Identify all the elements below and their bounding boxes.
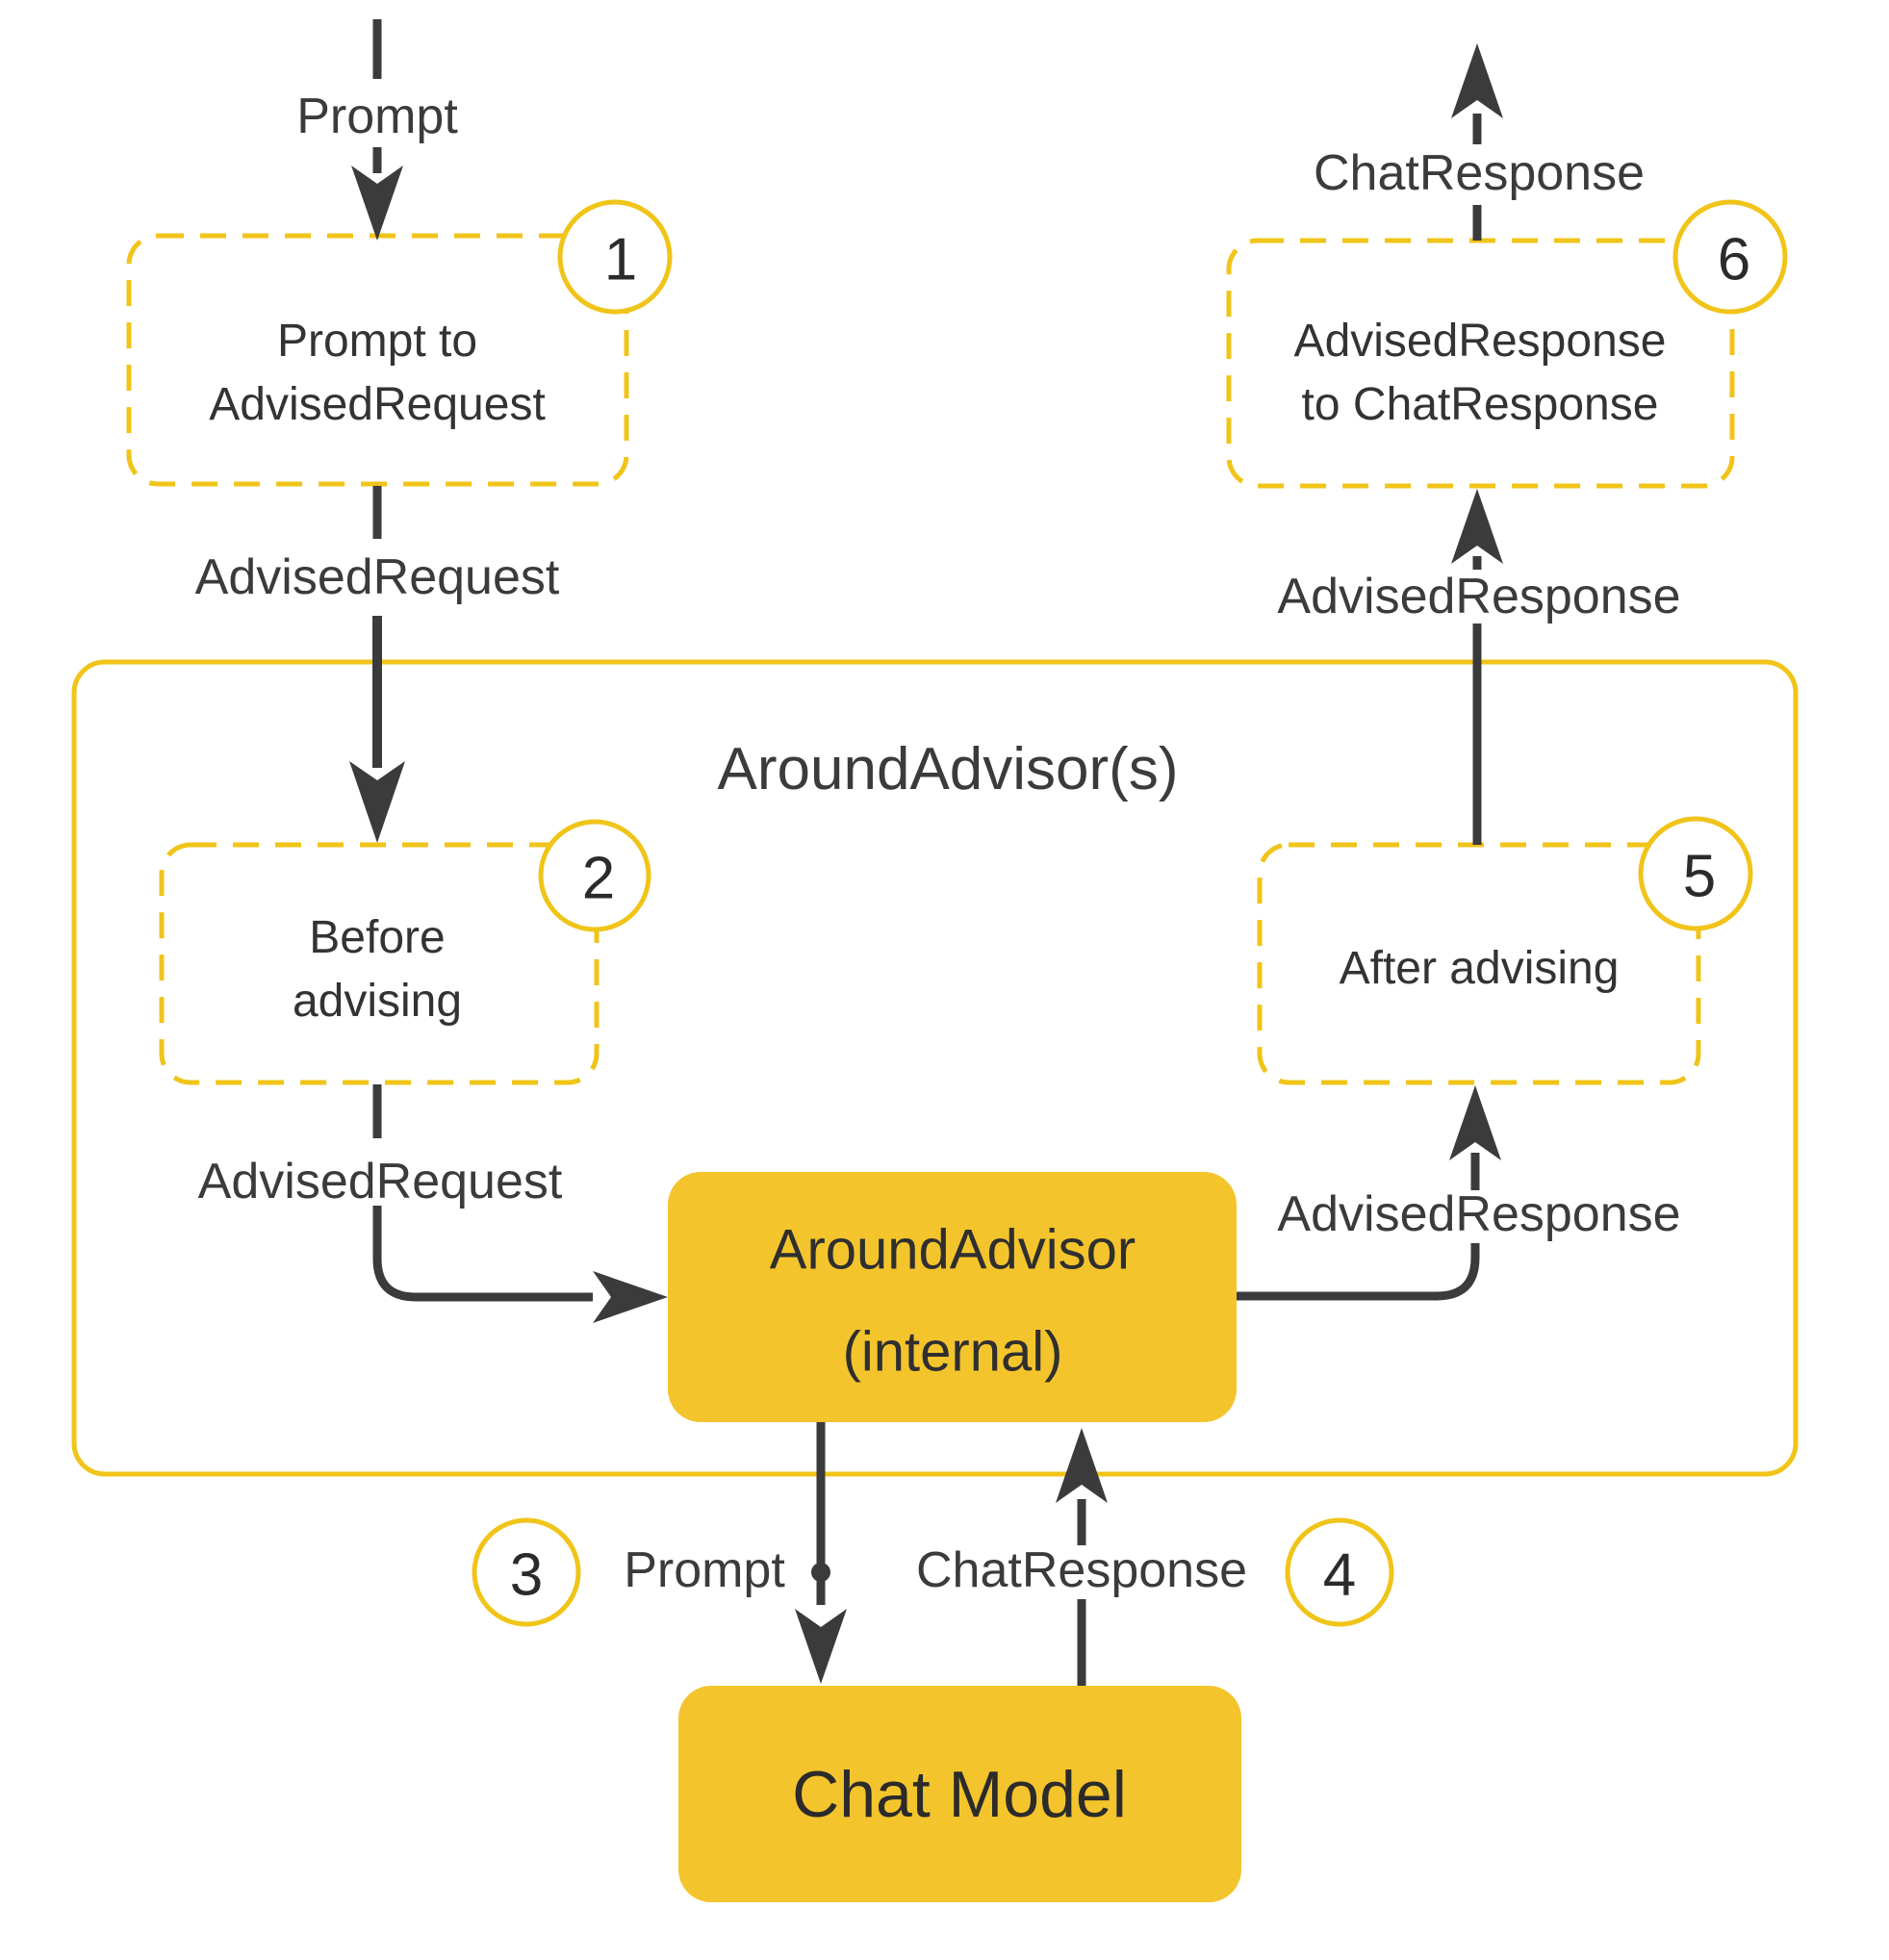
- step2-box-text: Before advising: [293, 906, 462, 1033]
- step1-line1: Prompt to: [276, 315, 478, 367]
- advised-request-label-lower: AdvisedRequest: [197, 1153, 563, 1209]
- chat-model-box: [678, 1686, 1241, 1902]
- advised-response-label-outer: AdvisedResponse: [1277, 568, 1681, 624]
- step4-circle: [1285, 1517, 1394, 1627]
- arrow-down-icon: [351, 165, 403, 241]
- step1-line2: AdvisedRequest: [209, 379, 546, 430]
- step2-box-outline: [159, 842, 600, 1085]
- step6-line2: to ChatResponse: [1301, 379, 1659, 430]
- internal-line2: (internal): [842, 1320, 1063, 1383]
- arrow-down-icon: [349, 761, 405, 843]
- step3-prompt-label: Prompt: [624, 1541, 785, 1598]
- advised-response-label-inner: AdvisedResponse: [1277, 1185, 1681, 1242]
- step4-chatresponse-label: ChatResponse: [916, 1541, 1247, 1598]
- step1-box-text: Prompt to AdvisedRequest: [209, 310, 546, 437]
- arrow-up-icon: [1451, 489, 1503, 564]
- step1-circle: [557, 199, 673, 315]
- step6-number: 6: [1717, 226, 1751, 293]
- step3-number: 3: [509, 1541, 544, 1609]
- around-advisor-internal-box: [668, 1172, 1237, 1422]
- arrow-down-icon: [795, 1609, 847, 1684]
- arrow-up-icon: [1056, 1428, 1108, 1503]
- connector-elbow-to-internal: [372, 1206, 593, 1302]
- advised-request-label-upper: AdvisedRequest: [194, 548, 560, 605]
- step3-circle: [472, 1517, 581, 1627]
- arrow-up-icon: [1451, 43, 1503, 118]
- step1-number: 1: [603, 226, 638, 293]
- around-advisors-container-outline: [71, 659, 1799, 1477]
- around-advisor-internal-text: AroundAdvisor (internal): [770, 1199, 1136, 1402]
- step2-line1: Before: [309, 911, 446, 963]
- chat-response-top-label: ChatResponse: [1314, 144, 1645, 201]
- step4-number: 4: [1322, 1541, 1357, 1609]
- step6-box-text: AdvisedResponse to ChatResponse: [1294, 310, 1667, 437]
- step6-circle: [1672, 199, 1788, 315]
- step2-circle: [538, 819, 651, 932]
- step6-line1: AdvisedResponse: [1293, 315, 1667, 367]
- step2-line2: advising: [292, 976, 463, 1027]
- step5-box-text: After advising: [1339, 942, 1620, 994]
- line-dot-icon: [811, 1563, 830, 1582]
- prompt-top-label: Prompt: [296, 88, 458, 144]
- arrow-right-icon: [593, 1271, 668, 1323]
- internal-line1: AroundAdvisor: [769, 1218, 1136, 1282]
- step5-circle: [1638, 816, 1753, 931]
- arrow-up-icon: [1449, 1085, 1501, 1160]
- step5-number: 5: [1682, 843, 1717, 910]
- chat-model-text: Chat Model: [792, 1758, 1127, 1832]
- around-advisors-title: AroundAdvisor(s): [717, 735, 1179, 802]
- connector-internal-to-label: [1237, 1243, 1480, 1301]
- step2-number: 2: [581, 845, 616, 912]
